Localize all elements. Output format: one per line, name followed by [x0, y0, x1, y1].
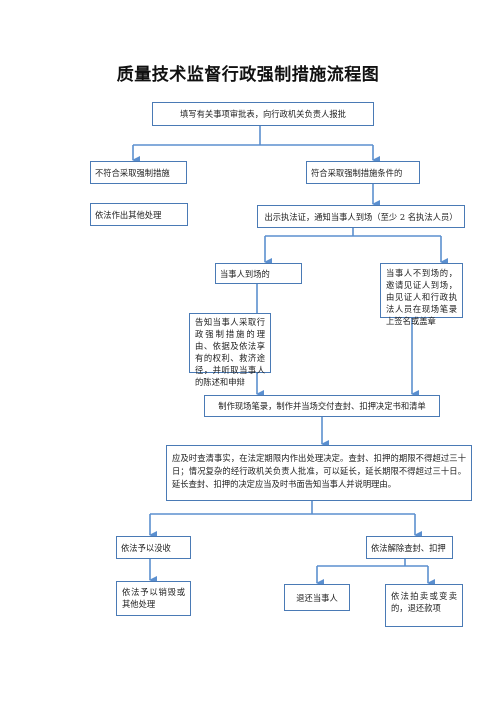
- party-present-label: 当事人到场的: [220, 268, 270, 279]
- connector-release-split: [317, 559, 428, 567]
- not-meet-box: 不符合采取强制措施: [90, 161, 187, 184]
- release-box: 依法解除查封、扣押: [366, 536, 453, 559]
- other-handling-box: 依法作出其他处理: [90, 203, 188, 226]
- show-cert-box: 出示执法证，通知当事人到场（至少 2 名执法人员）: [257, 205, 465, 228]
- party-absent-box: 当事人不到场的，邀请见证人到场，由见证人和行政执法人员在现场笔录上签名或盖章: [380, 263, 463, 326]
- confiscate-box: 依法予以没收: [116, 536, 191, 559]
- report-approval-label: 填写有关事项审批表，向行政机关负责人报批: [180, 109, 346, 119]
- destroy-box: 依法予以销毁或其他处理: [116, 581, 191, 616]
- verify-label: 应及时查清事实，在法定期限内作出处理决定。查封、扣押的期限不得超过三十日；情况复…: [172, 453, 466, 489]
- report-approval-box: 填写有关事项审批表，向行政机关负责人报批: [152, 102, 374, 126]
- confiscate-label: 依法予以没收: [121, 542, 171, 553]
- inform-label: 告知当事人采取行政强制措施的理由、依据及依法享有的权利、救济途径，并听取当事人的…: [195, 317, 265, 387]
- connector-report-split: [133, 126, 373, 146]
- other-handling-label: 依法作出其他处理: [95, 209, 162, 220]
- connector-verify-split: [150, 501, 415, 515]
- return-label: 退还当事人: [296, 592, 338, 603]
- inform-box: 告知当事人采取行政强制措施的理由、依据及依法享有的权利、救济途径，并听取当事人的…: [189, 313, 271, 387]
- party-absent-label: 当事人不到场的，邀请见证人到场，由见证人和行政执法人员在现场笔录上签名或盖章: [386, 268, 457, 326]
- destroy-label: 依法予以销毁或其他处理: [122, 587, 185, 609]
- page-title: 质量技术监督行政强制措施流程图: [116, 65, 380, 85]
- meet-label: 符合采取强制措施条件的: [311, 167, 403, 178]
- not-meet-label: 不符合采取强制措施: [95, 167, 170, 178]
- connector-cert-split: [265, 228, 441, 237]
- return-box: 退还当事人: [284, 584, 350, 611]
- record-label: 制作现场笔录，制作并当场交付查封、扣押决定书和清单: [218, 401, 426, 411]
- auction-box: 依法拍卖或变卖的，退还款项: [385, 584, 463, 627]
- verify-box: 应及时查清事实，在法定期限内作出处理决定。查封、扣押的期限不得超过三十日；情况复…: [166, 445, 472, 501]
- auction-label: 依法拍卖或变卖的，退还款项: [391, 591, 457, 613]
- record-box: 制作现场笔录，制作并当场交付查封、扣押决定书和清单: [204, 395, 440, 417]
- meet-box: 符合采取强制措施条件的: [306, 161, 420, 184]
- party-present-box: 当事人到场的: [215, 263, 302, 284]
- show-cert-label: 出示执法证，通知当事人到场（至少 2 名执法人员）: [264, 211, 458, 222]
- release-label: 依法解除查封、扣押: [371, 542, 446, 553]
